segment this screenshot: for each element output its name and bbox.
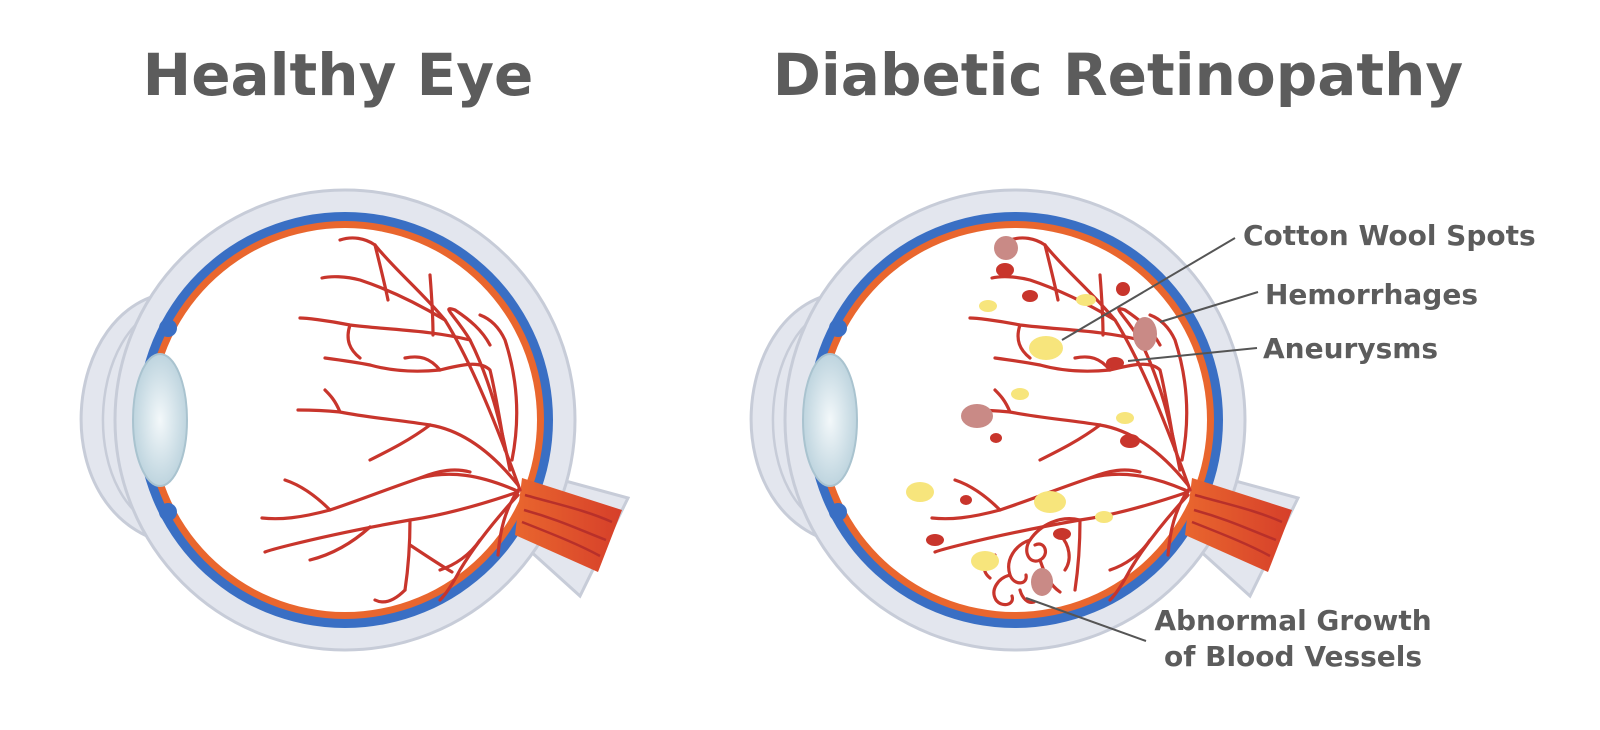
healthy-lens	[132, 353, 188, 487]
cotton-wool-spot	[1029, 336, 1063, 360]
hemorrhage	[994, 236, 1018, 260]
cotton-wool-leader-line	[1061, 237, 1236, 341]
aneurysm	[996, 263, 1014, 277]
diabetic-nerve-fibers	[1191, 493, 1283, 558]
cotton-wool-spots	[906, 294, 1134, 571]
diabetic-iris-bottom	[829, 503, 847, 521]
aneurysm	[1022, 290, 1038, 302]
healthy-nerve-fibers	[521, 493, 613, 558]
aneurysm	[990, 433, 1002, 443]
cotton-wool-spot	[1076, 294, 1096, 306]
label-abnormal-growth-line1: Abnormal Growth	[1154, 604, 1431, 637]
diabetic-lens	[802, 353, 858, 487]
hemorrhages-leader-line	[1159, 291, 1259, 323]
aneurysm	[926, 534, 944, 546]
hemorrhages	[961, 236, 1157, 596]
aneurysms	[926, 263, 1140, 546]
diabetic-vitreous	[823, 228, 1207, 612]
aneurysm	[960, 495, 972, 505]
healthy-eye-title: Healthy Eye	[143, 41, 534, 109]
label-hemorrhages: Hemorrhages	[1265, 278, 1478, 311]
abnormal-growth-leader-line	[1025, 597, 1147, 642]
aneurysm	[1116, 282, 1130, 296]
label-cotton-wool-spots: Cotton Wool Spots	[1243, 219, 1536, 252]
aneurysm	[1106, 357, 1124, 369]
cotton-wool-spot	[1095, 511, 1113, 523]
hemorrhage	[961, 404, 993, 428]
cotton-wool-spot	[971, 551, 999, 571]
cotton-wool-spot	[1034, 491, 1066, 513]
healthy-iris-bottom	[159, 503, 177, 521]
healthy-vitreous	[153, 228, 537, 612]
aneurysms-leader-line	[1127, 347, 1258, 362]
diabetic-eye	[749, 188, 1301, 652]
cotton-wool-spot	[906, 482, 934, 502]
cotton-wool-spot	[1116, 412, 1134, 424]
diabetic-retinopathy-title: Diabetic Retinopathy	[773, 41, 1463, 109]
cotton-wool-spot	[1011, 388, 1029, 400]
healthy-eye	[79, 188, 631, 652]
healthy-iris-top	[159, 319, 177, 337]
healthy-blood-vessels	[260, 236, 522, 604]
label-aneurysms: Aneurysms	[1263, 332, 1438, 365]
label-abnormal-growth-line2: of Blood Vessels	[1164, 640, 1422, 673]
cotton-wool-spot	[979, 300, 997, 312]
hemorrhage	[1133, 317, 1157, 351]
diabetic-iris-top	[829, 319, 847, 337]
aneurysm	[1120, 434, 1140, 448]
hemorrhage	[1031, 568, 1053, 596]
aneurysm	[1053, 528, 1071, 540]
